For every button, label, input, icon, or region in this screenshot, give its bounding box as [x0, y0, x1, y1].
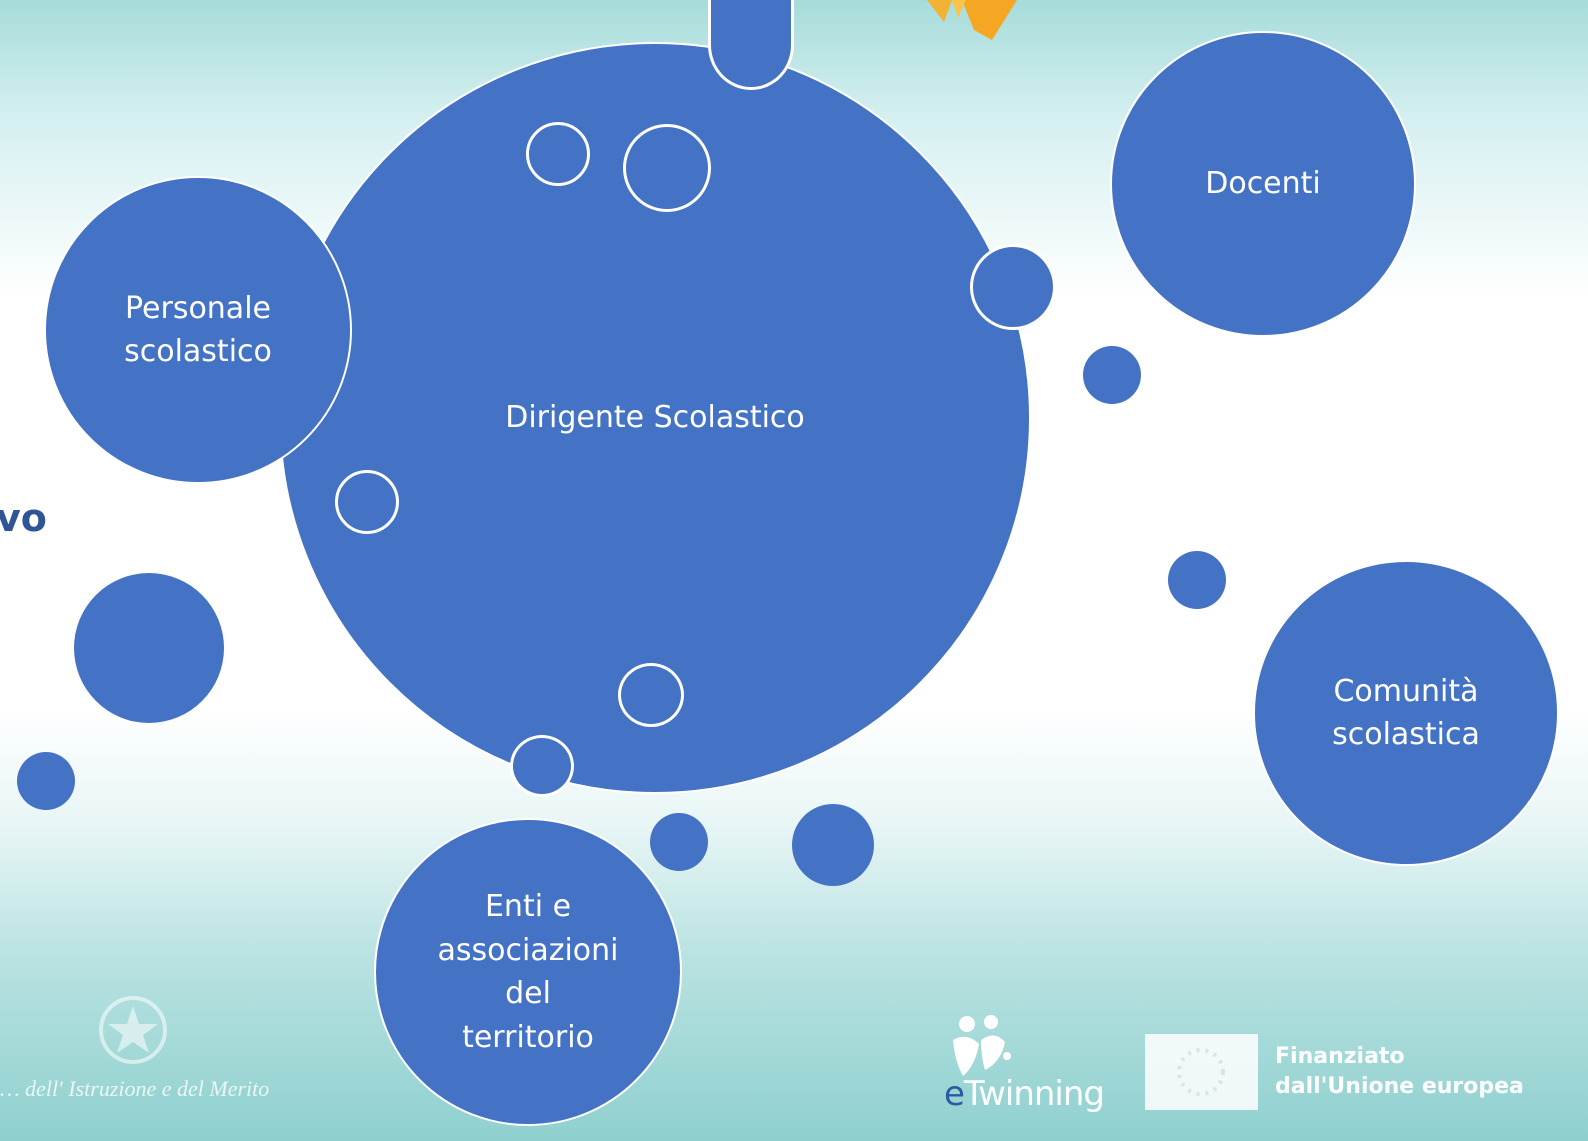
bubble-decoration: [623, 124, 711, 212]
node-docenti: Docenti: [1110, 31, 1416, 337]
bubble-decoration: [17, 752, 75, 810]
bubble-decoration: [708, 0, 794, 90]
node-personale-scolastico: Personale scolastico: [44, 176, 352, 484]
bubble-decoration: [1083, 346, 1141, 404]
node-label: Personale scolastico: [124, 290, 272, 370]
bubble-decoration: [1168, 551, 1226, 609]
etwinning-e: e: [944, 1074, 965, 1114]
node-label: Comunità scolastica: [1332, 673, 1480, 753]
center-node-label: Dirigente Scolastico: [505, 400, 805, 436]
bubble-decoration: [618, 663, 684, 727]
bubble-decoration: [970, 244, 1056, 330]
bubble-decoration: [335, 470, 399, 534]
eu-flag-icon: [1145, 1034, 1258, 1110]
node-comunita-scolastica: Comunità scolastica: [1253, 560, 1559, 866]
flower-logo-icon: [927, 0, 1017, 40]
republic-emblem-icon: [99, 996, 167, 1064]
eu-caption-line2: dall'Unione europea: [1275, 1073, 1524, 1099]
node-label: Enti e associazioni del territorio: [437, 889, 619, 1055]
ministry-caption: … dell' Istruzione e del Merito: [0, 1076, 270, 1101]
etwinning-logo-icon: [953, 1015, 1011, 1076]
node-label: Docenti: [1205, 166, 1321, 202]
cropped-slide-text: vo: [0, 496, 47, 540]
node-enti-associazioni: Enti e associazioni del territorio: [374, 818, 682, 1126]
bubble-decoration: [74, 573, 224, 723]
bubble-decoration: [792, 804, 874, 886]
bubble-decoration: [650, 813, 708, 871]
eu-funding-caption: Finanziato dall'Unione europea: [1275, 1042, 1524, 1101]
etwinning-rest: Twinning: [963, 1074, 1105, 1114]
bubble-decoration: [510, 735, 574, 797]
etwinning-wordmark: eTwinning: [944, 1074, 1105, 1114]
bubble-decoration: [526, 122, 590, 186]
eu-caption-line1: Finanziato: [1275, 1044, 1405, 1069]
